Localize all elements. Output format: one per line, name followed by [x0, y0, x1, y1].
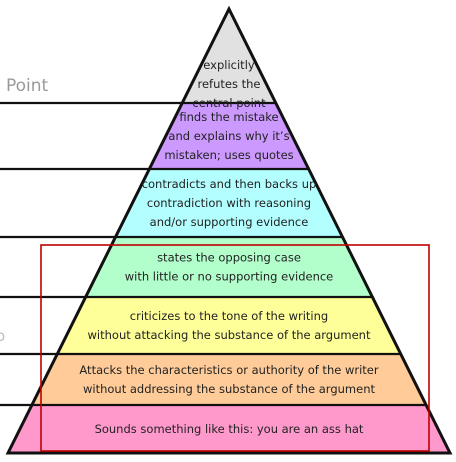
highlight-box: [40, 244, 430, 452]
tier-1-text-line: explicitly: [203, 58, 255, 72]
tier-1-text-line: central point: [192, 96, 266, 110]
tier-4-text-line: states the opposing case: [157, 251, 301, 265]
pyramid-outline: [5, 5, 453, 455]
left-connector-lines: [0, 101, 427, 407]
tier-2-text-line: and explains why it’s: [168, 129, 289, 143]
tier-labels: explicitly refutes the central pointfinds …: [79, 58, 378, 436]
tier-4-text-line: with little or no supporting evidence: [125, 270, 334, 284]
tier-6-text-line: Attacks the characteristics or authority…: [79, 363, 378, 377]
tier-6-text-line: without addressing the substance of the …: [83, 382, 376, 396]
tier-2-text-line: mistaken; uses quotes: [164, 148, 293, 162]
tier-3-text-line: contradiction with reasoning: [147, 196, 311, 210]
left-label-fragment: o: [0, 327, 5, 345]
pyramid-border: [5, 5, 453, 455]
tier-5-text-line: criticizes to the tone of the writing: [130, 309, 328, 323]
tier-3-text-line: and/or supporting evidence: [150, 215, 309, 229]
pyramid-tier-3: [115, 169, 343, 237]
pyramid-tier-7: [8, 405, 450, 453]
tier-3-text-line: contradicts and then backs up: [142, 177, 317, 191]
pyramid-tier-4: [85, 237, 373, 297]
pyramid-tier-1: [182, 9, 276, 103]
tier-1-text-line: refutes the: [198, 77, 261, 91]
left-label-point: Point: [6, 76, 49, 96]
tier-2-text-line: finds the mistake: [179, 110, 278, 124]
pyramid-tier-6: [31, 354, 427, 405]
tier-5-text-line: without attacking the substance of the a…: [88, 328, 371, 342]
pyramid-tier-5: [57, 297, 401, 354]
tier-7-text-line: Sounds something like this: you are an a…: [95, 422, 364, 436]
pyramid-tiers: [8, 9, 450, 453]
pyramid-tier-2: [149, 103, 309, 169]
